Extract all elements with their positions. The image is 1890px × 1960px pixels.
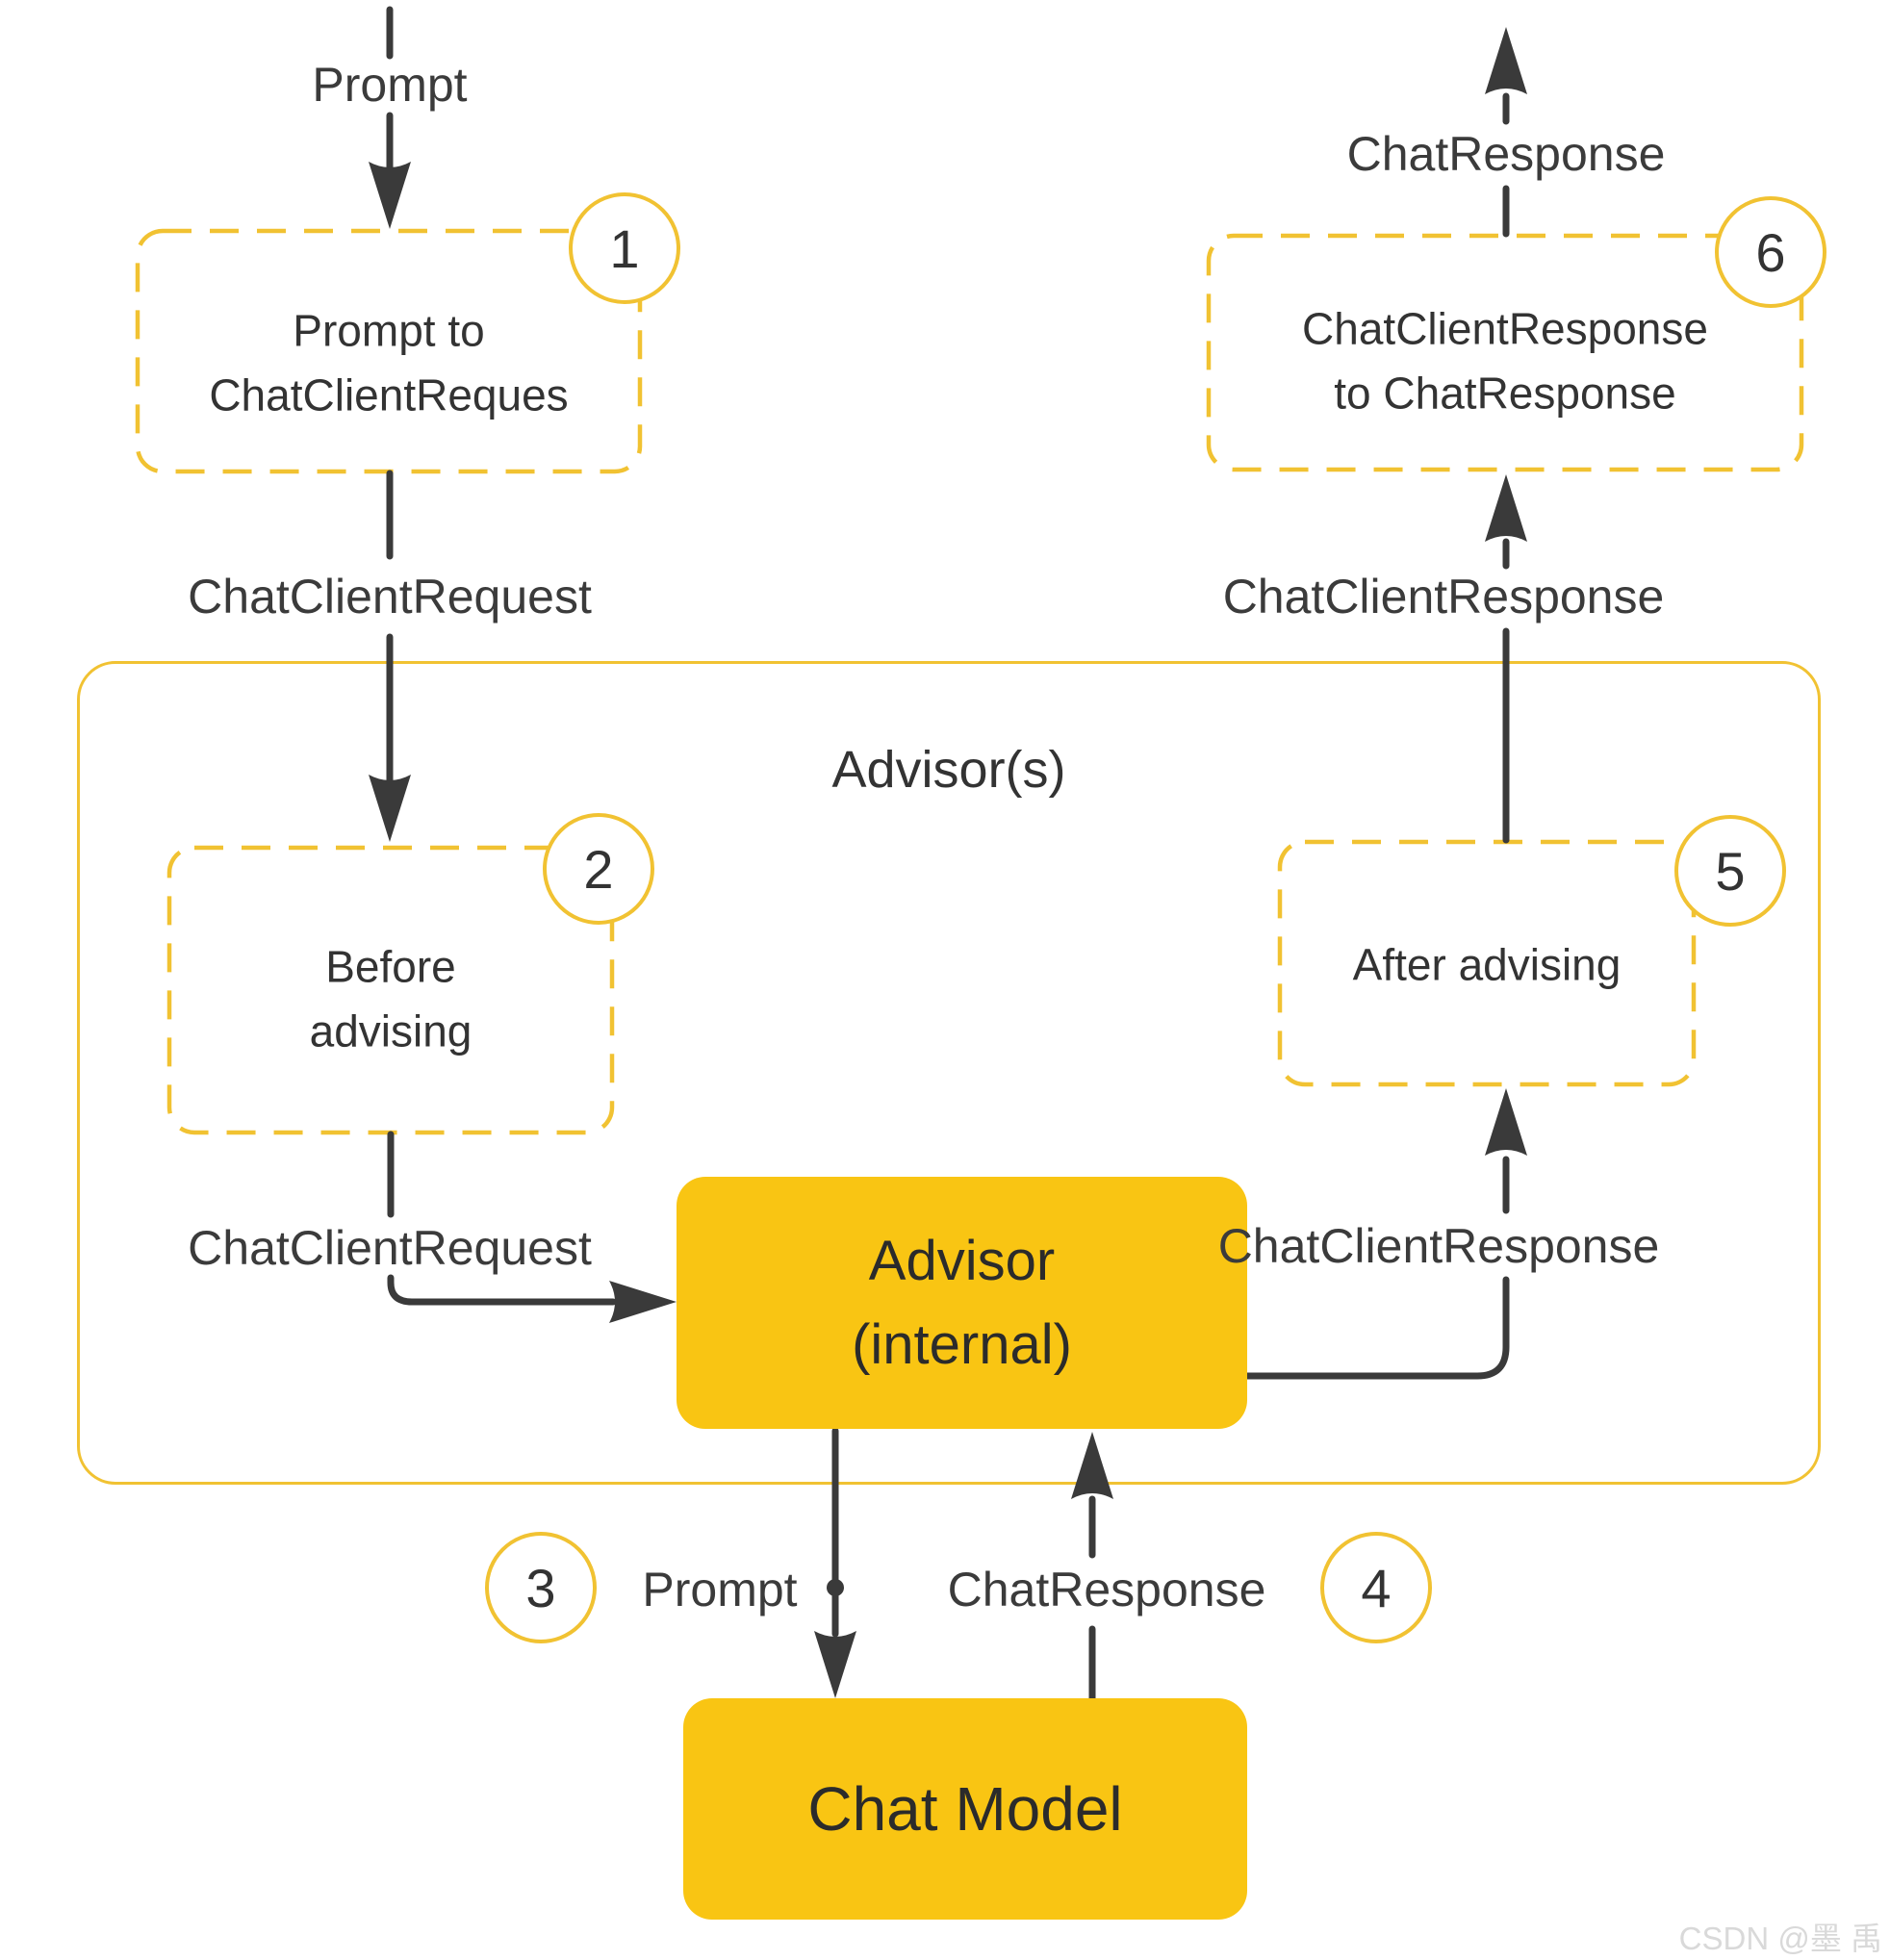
prompt-line-dot <box>827 1579 844 1596</box>
edge-label-prompt-top: Prompt <box>312 58 468 112</box>
arrowhead-into-advisor-bottom <box>1071 1432 1113 1499</box>
edge-label-chatclientresponse-upper: ChatClientResponse <box>1222 570 1665 624</box>
step-badge-5-number: 5 <box>1715 840 1746 902</box>
advisors-container <box>77 661 1821 1485</box>
edge-elbow-to-advisor <box>387 1274 617 1306</box>
arrowhead-into-box6 <box>1485 474 1527 542</box>
box6-line1: ChatClientResponse <box>1302 303 1708 354</box>
arrowhead-chatresponse-top <box>1485 27 1527 94</box>
advisors-container-title: Advisor(s) <box>831 741 1066 799</box>
box5-outline <box>1277 839 1697 1087</box>
chat-model-label: Chat Model <box>807 1774 1123 1844</box>
edge-label-chatresponse-mid: ChatResponse <box>947 1563 1266 1616</box>
box6-outline <box>1206 233 1804 472</box>
step-badge-2-number: 2 <box>583 838 614 900</box>
box6-line2: to ChatResponse <box>1334 368 1676 418</box>
advisor-internal-node: Advisor (internal) <box>677 1177 1247 1429</box>
step-badge-6: 6 <box>1715 196 1826 308</box>
arrowhead-into-advisor-left <box>609 1281 677 1323</box>
watermark: CSDN @墨 禹 <box>1678 1921 1882 1956</box>
box1-line1: Prompt to <box>293 305 485 356</box>
step-badge-2: 2 <box>543 813 654 925</box>
step-badge-4-number: 4 <box>1361 1557 1392 1618</box>
edge-label-chatclientrequest-1: ChatClientRequest <box>188 570 592 624</box>
box2-line1: Before <box>325 941 456 992</box>
step-badge-1: 1 <box>569 192 680 304</box>
arrowhead-into-chatmodel <box>814 1631 856 1698</box>
box2-text: Before advising <box>310 934 472 1062</box>
advisor-internal-label-1: Advisor <box>868 1230 1056 1292</box>
step-badge-4: 4 <box>1320 1532 1432 1643</box>
arrowhead-into-box1 <box>369 162 411 229</box>
edge-label-chatclientresponse-lower: ChatClientResponse <box>1217 1219 1660 1273</box>
edge-label-chatresponse-top: ChatResponse <box>1346 127 1666 181</box>
edge-label-chatclientrequest-2: ChatClientRequest <box>188 1221 592 1275</box>
step-badge-3-number: 3 <box>525 1557 556 1618</box>
edge-label-prompt-mid: Prompt <box>642 1563 798 1616</box>
step-badge-3: 3 <box>485 1532 597 1643</box>
box2-line2: advising <box>309 1005 472 1056</box>
edge-advisor-to-elbow-up <box>1243 1276 1510 1380</box>
step-badge-5: 5 <box>1674 815 1786 927</box>
box5-text: After advising <box>1353 933 1622 998</box>
arrowhead-into-box2 <box>369 775 411 842</box>
box1-text: Prompt to ChatClientReques <box>209 298 568 426</box>
chat-model-node: Chat Model <box>683 1698 1247 1920</box>
step-badge-1-number: 1 <box>609 217 640 279</box>
box6-text: ChatClientResponse to ChatResponse <box>1302 296 1708 424</box>
step-badge-6-number: 6 <box>1755 221 1786 283</box>
box5-line1: After advising <box>1352 939 1622 990</box>
box1-line2: ChatClientReques <box>209 369 569 420</box>
advisor-internal-label-2: (internal) <box>852 1313 1072 1376</box>
arrowhead-into-box5 <box>1485 1088 1527 1156</box>
